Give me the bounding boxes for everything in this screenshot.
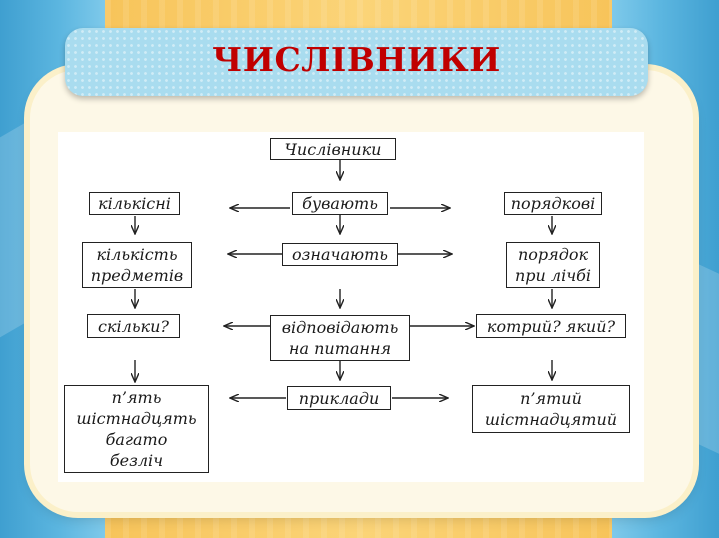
left-box-cardinal: кількісні — [89, 192, 180, 215]
right-box-ordinal: порядкові — [504, 192, 602, 215]
left-box-examples: п’ять шістнадцять багато безліч — [64, 385, 209, 473]
left-label-quantity-2: предметів — [90, 266, 184, 285]
right-label-order-2: при лічбі — [514, 266, 592, 285]
left-label-howmany: скільки? — [98, 316, 169, 336]
right-label-order-1: порядок — [517, 245, 589, 264]
center-label-mean: означають — [292, 245, 388, 264]
left-example-2: шістнадцять — [76, 409, 197, 428]
root-box: Числівники — [270, 138, 396, 160]
center-label-answer-2: на питання — [288, 339, 392, 358]
right-example-1: п’ятий — [520, 389, 582, 408]
center-box-occur: бувають — [292, 192, 388, 215]
left-example-4: безліч — [109, 451, 164, 470]
right-box-examples: п’ятий шістнадцятий — [472, 385, 630, 433]
left-label-cardinal: кількісні — [98, 194, 171, 213]
left-box-quantity: кількість предметів — [82, 242, 192, 288]
left-box-howmany: скільки? — [87, 314, 180, 338]
root-label: Числівники — [284, 139, 382, 159]
slide-title: ЧИСЛІВНИКИ — [212, 40, 501, 79]
center-label-examples: приклади — [298, 388, 380, 408]
right-label-ordinal: порядкові — [510, 194, 596, 213]
title-banner: ЧИСЛІВНИКИ — [65, 28, 648, 96]
right-box-order: порядок при лічбі — [506, 242, 600, 288]
left-label-quantity-1: кількість — [96, 245, 178, 264]
center-box-examples: приклади — [287, 386, 391, 410]
left-example-1: п’ять — [111, 388, 162, 407]
center-label-occur: бувають — [302, 194, 378, 213]
center-label-answer-1: відповідають — [281, 318, 399, 337]
right-label-which: котрий? який? — [486, 316, 616, 336]
numerals-diagram: Числівники бувають означають відповідают… — [58, 132, 644, 482]
center-box-answer: відповідають на питання — [270, 315, 410, 361]
right-box-which: котрий? який? — [476, 314, 626, 338]
center-box-mean: означають — [282, 243, 398, 266]
right-example-2: шістнадцятий — [484, 410, 618, 429]
left-example-3: багато — [105, 430, 168, 449]
diagram-arrows — [58, 160, 644, 482]
